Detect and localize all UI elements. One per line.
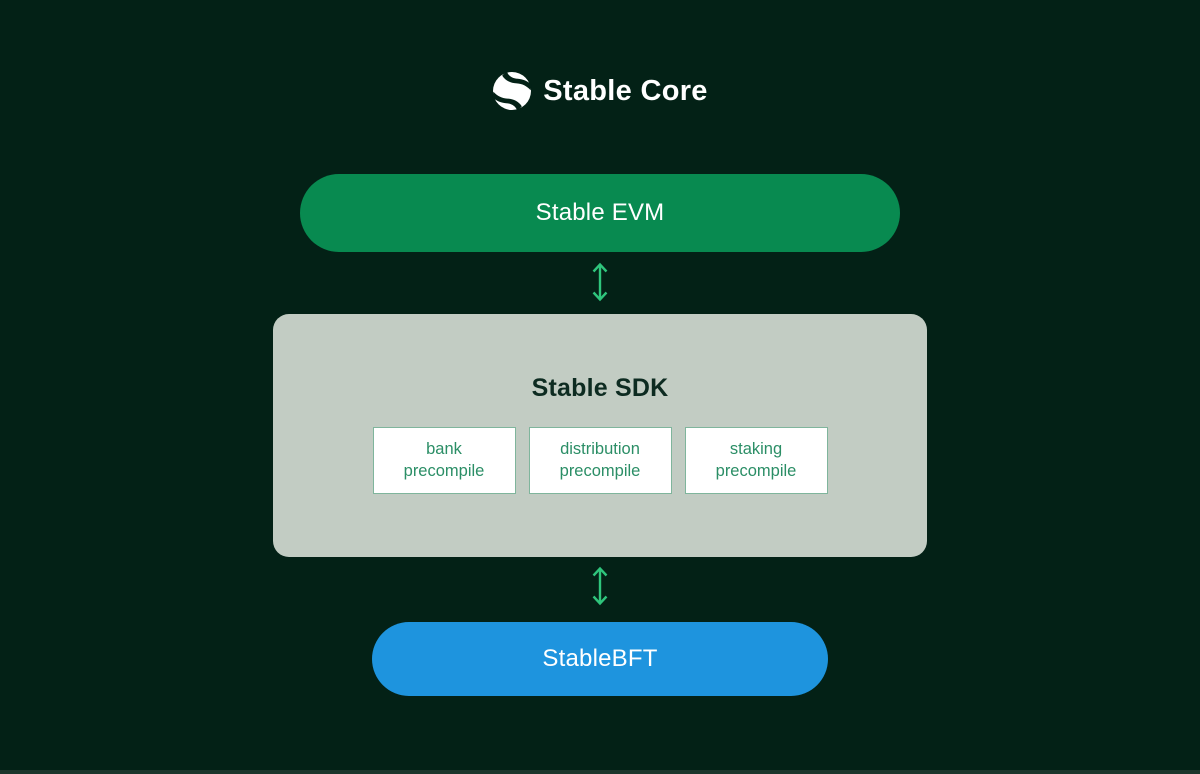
double-arrow-icon-evm-sdk [589, 261, 611, 303]
stable-evm-label: Stable EVM [535, 199, 665, 226]
precompile-label-line: precompile [715, 461, 797, 480]
stable-sdk-title: Stable SDK [531, 374, 669, 402]
stable-logo-icon [492, 71, 532, 111]
precompile-label-line: precompile [559, 461, 641, 480]
stable-sdk-container: Stable SDK bank precompile distribution … [273, 314, 927, 557]
staking-precompile-node: staking precompile [684, 427, 828, 494]
precompile-row: bank precompile distribution precompile … [273, 427, 927, 494]
precompile-label-line: distribution [560, 439, 640, 458]
precompile-label-line: staking [729, 439, 783, 458]
stable-bft-label: StableBFT [542, 645, 658, 672]
stable-evm-node: Stable EVM [300, 174, 900, 252]
distribution-precompile-node: distribution precompile [528, 427, 672, 494]
bottom-edge-strip [0, 770, 1200, 774]
bank-precompile-node: bank precompile [372, 427, 516, 494]
precompile-label-line: precompile [403, 461, 485, 480]
double-arrow-icon-sdk-bft [589, 565, 611, 607]
app-logo: Stable Core [0, 71, 1200, 111]
stable-bft-node: StableBFT [372, 622, 828, 696]
page-title: Stable Core [543, 74, 708, 107]
precompile-label-line: bank [426, 439, 462, 458]
